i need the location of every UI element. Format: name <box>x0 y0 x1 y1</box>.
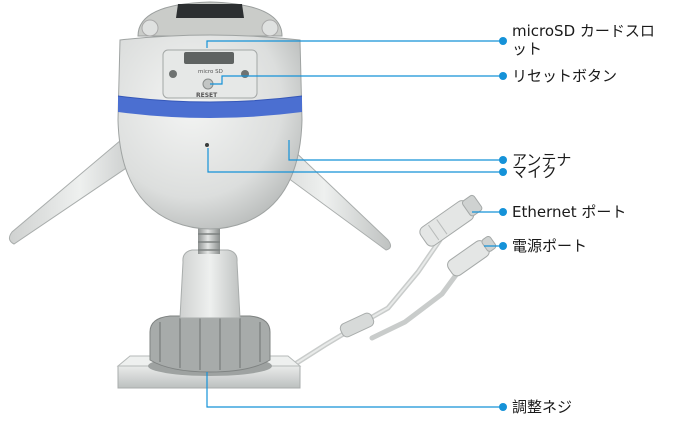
sd-slot-text: micro SD <box>198 69 223 75</box>
camera-dome <box>137 1 283 37</box>
mount-arm <box>179 222 241 319</box>
label-reset-button: リセットボタン <box>512 67 618 85</box>
mic-hole <box>205 143 209 147</box>
callout-dots <box>499 37 507 411</box>
callout-lines <box>206 40 503 408</box>
label-adjustment-screw: 調整ネジ <box>512 398 573 416</box>
label-antenna: アンテナ <box>512 151 572 169</box>
label-microsd-slot: microSD カードスロット <box>512 22 655 58</box>
label-ethernet-port: Ethernet ポート <box>512 203 627 221</box>
cables <box>289 237 473 369</box>
label-mic: マイク <box>512 163 557 181</box>
adjustment-screw <box>148 315 272 376</box>
cable-splitter <box>339 312 375 338</box>
reset-text: RESET <box>196 92 218 99</box>
back-panel <box>162 49 258 99</box>
power-connector <box>447 235 497 277</box>
label-power-port: 電源ポート <box>512 237 588 255</box>
ethernet-connector <box>419 194 483 247</box>
